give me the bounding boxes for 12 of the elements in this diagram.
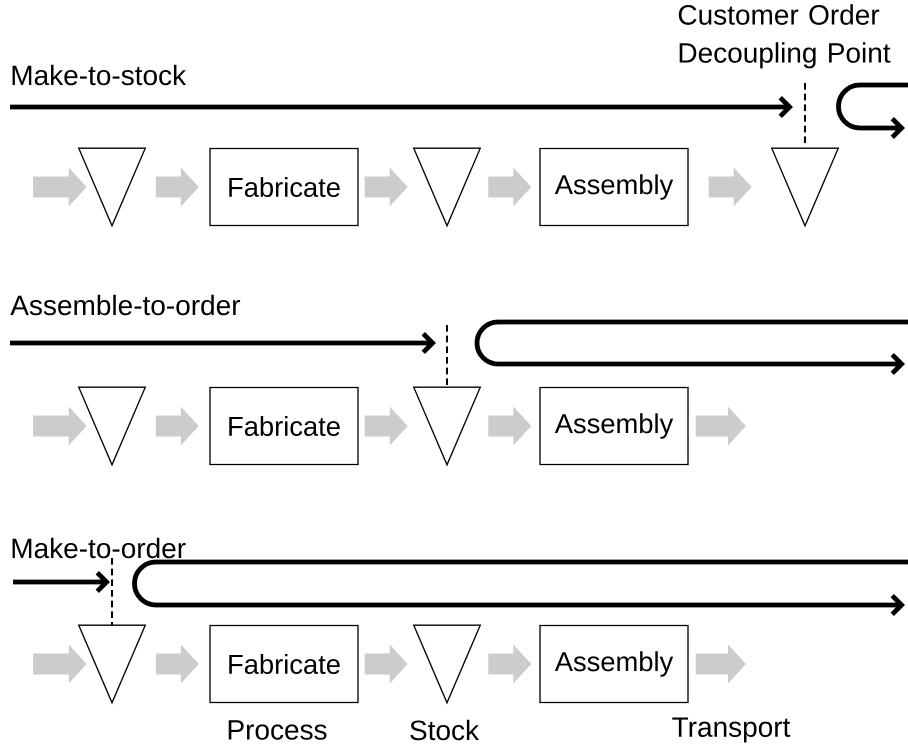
row-label: Assemble-to-order xyxy=(10,294,240,316)
process-box: Fabricate xyxy=(209,624,359,704)
caption-text: Transport xyxy=(672,717,790,743)
process-box: Assembly xyxy=(539,386,689,466)
process-box: Fabricate xyxy=(209,148,359,226)
row-label: Make-to-order xyxy=(12,538,186,558)
process-box: Assembly xyxy=(539,624,689,704)
caption-text: Stock xyxy=(410,720,480,740)
row-label: Make-to-stock xyxy=(12,64,186,86)
process-box: Assembly xyxy=(539,148,689,226)
decoupling-point-label: Customer Order Decoupling Point xyxy=(678,4,890,68)
process-box: Fabricate xyxy=(209,386,359,466)
